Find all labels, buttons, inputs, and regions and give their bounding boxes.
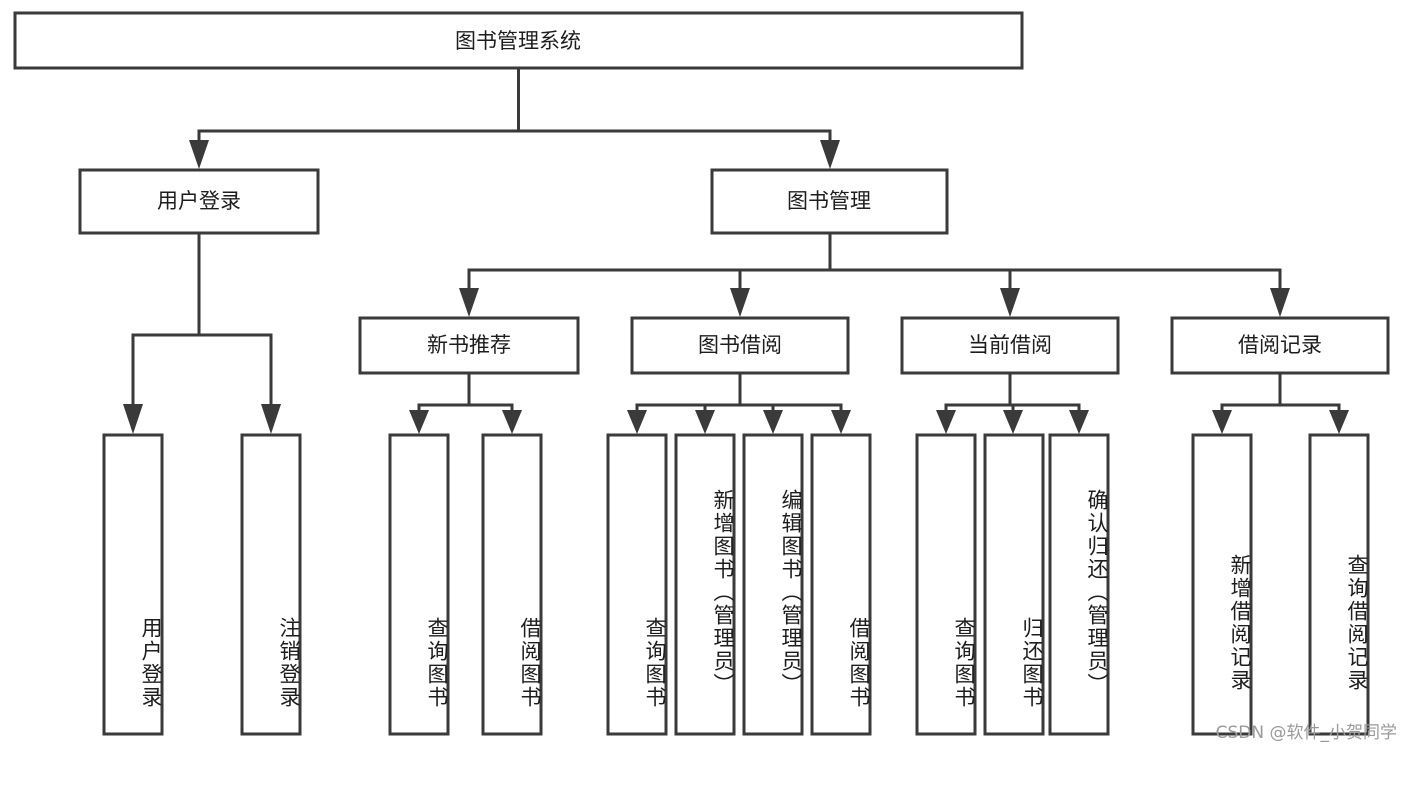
node-user-login-rect[interactable] <box>78 168 320 235</box>
leaf-add-record-rect[interactable] <box>1191 433 1253 736</box>
arrow-head-new-book-rec <box>459 288 479 317</box>
node-current-borrow-rect[interactable] <box>900 316 1120 375</box>
node-book-borrow-rect[interactable] <box>630 316 850 375</box>
node-book-manage[interactable]: 图书管理 <box>710 168 949 235</box>
leaf-edit-book-rect[interactable] <box>742 433 804 736</box>
node-new-book-rec-label: 新书推荐 <box>427 333 511 357</box>
node-root-label: 图书管理系统 <box>455 29 581 53</box>
connector-layer <box>123 66 1349 434</box>
arrow-head-leaf-add-book <box>695 410 715 434</box>
arrow-head-leaf-logout <box>261 404 281 434</box>
arrow-head-borrow-record <box>1270 288 1290 317</box>
arrow-head-leaf-edit-book <box>763 410 783 434</box>
arrow-head-leaf-query-book <box>627 410 647 434</box>
arrow-head-current-borrow <box>1000 288 1020 317</box>
org-chart-svg: 图书管理系统 用户登录 图书管理 新书推荐 图书借阅 当前 <box>13 11 1390 736</box>
node-user-login[interactable]: 用户登录 <box>78 168 320 235</box>
node-book-borrow[interactable]: 图书借阅 <box>630 316 850 375</box>
csdn-watermark: CSDN @软件_小贺同学 <box>1215 723 1397 743</box>
leaf-add-book-rect[interactable] <box>674 433 736 736</box>
leaf-query-current-rect[interactable] <box>915 433 977 736</box>
arrow-head-leaf-borrow-book-rec <box>502 410 522 434</box>
leaf-return-book-rect[interactable] <box>983 433 1045 736</box>
leaf-borrow-book-rect[interactable] <box>810 433 872 736</box>
node-user-login-label: 用户登录 <box>157 189 241 213</box>
node-new-book-rec-rect[interactable] <box>358 316 580 375</box>
arrow-head-leaf-query-book-rec <box>409 410 429 434</box>
arrow-head-leaf-return-book <box>1003 410 1023 434</box>
node-layer: 图书管理系统 用户登录 图书管理 新书推荐 图书借阅 当前 <box>13 11 1390 736</box>
leaf-query-book-rect[interactable] <box>606 433 668 736</box>
arrow-head-book-borrow <box>730 288 750 317</box>
node-root[interactable]: 图书管理系统 <box>13 11 1024 70</box>
arrow-head-book-manage <box>820 140 840 169</box>
node-book-manage-label: 图书管理 <box>787 189 871 213</box>
node-book-borrow-label: 图书借阅 <box>698 333 782 357</box>
leaf-user-login-rect[interactable] <box>102 433 164 736</box>
arrow-head-leaf-add-record <box>1212 410 1232 434</box>
node-borrow-record-rect[interactable] <box>1170 316 1390 375</box>
arrow-head-leaf-borrow-book <box>831 410 851 434</box>
leaf-query-book-rec-rect[interactable] <box>388 433 450 736</box>
node-current-borrow[interactable]: 当前借阅 <box>900 316 1120 375</box>
arrow-head-user-login <box>189 140 209 169</box>
leaf-logout-rect[interactable] <box>240 433 302 736</box>
arrow-head-leaf-query-record <box>1329 410 1349 434</box>
node-new-book-rec[interactable]: 新书推荐 <box>358 316 580 375</box>
node-borrow-record[interactable]: 借阅记录 <box>1170 316 1390 375</box>
node-book-manage-rect[interactable] <box>710 168 949 235</box>
arrow-head-leaf-user-login <box>123 404 143 434</box>
arrow-head-leaf-confirm-return <box>1069 410 1089 434</box>
node-borrow-record-label: 借阅记录 <box>1238 333 1322 357</box>
arrow-head-leaf-query-current <box>936 410 956 434</box>
node-root-rect[interactable] <box>13 11 1024 70</box>
leaf-confirm-return-rect[interactable] <box>1048 433 1110 736</box>
leaf-rect-layer <box>102 433 1370 736</box>
diagram-canvas-root: 图书管理系统 用户登录 图书管理 新书推荐 图书借阅 当前 <box>13 11 1397 743</box>
node-current-borrow-label: 当前借阅 <box>968 333 1052 357</box>
leaf-borrow-book-rec-rect[interactable] <box>481 433 543 736</box>
leaf-query-record-rect[interactable] <box>1308 433 1370 736</box>
